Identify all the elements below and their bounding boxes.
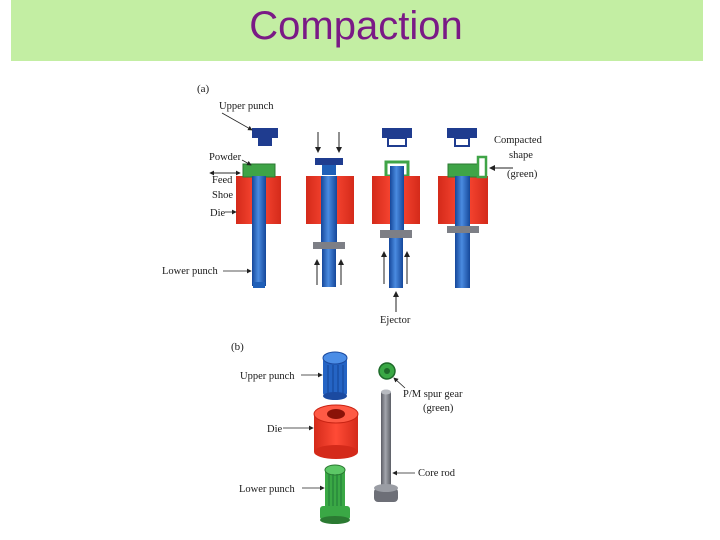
lower-punch-end (253, 282, 265, 288)
label-upper-punch-a: Upper punch (219, 101, 274, 112)
upper-punch-stem (387, 137, 407, 147)
label-die-b: Die (267, 424, 283, 435)
upper-punch-stem (322, 165, 336, 175)
slide-title: Compaction (249, 4, 463, 48)
upper-punch-head (252, 128, 278, 138)
upper-punch-stem (454, 137, 470, 147)
upper-punch-part (322, 351, 348, 400)
feed-shoe (447, 163, 479, 178)
label-die-a: Die (210, 208, 226, 219)
stage-4-remove (438, 128, 513, 288)
die-part (313, 404, 359, 459)
core-punch (390, 166, 404, 236)
title-bar (11, 0, 703, 61)
upper-punch-head (315, 158, 343, 165)
label-lower-punch-b: Lower punch (239, 484, 295, 495)
lower-punch-flange (380, 230, 412, 238)
stage-1-fill (236, 128, 281, 288)
label-lower-punch-a: Lower punch (162, 266, 218, 277)
label-green-a: (green) (507, 169, 538, 180)
core-punch (321, 176, 337, 248)
label-shoe: Shoe (212, 190, 233, 201)
upper-punch-head (447, 128, 477, 138)
lower-punch-flange (447, 226, 479, 233)
label-green-b: (green) (423, 403, 454, 414)
label-shape: shape (509, 150, 533, 161)
figure-a-tag: (a) (197, 83, 210, 95)
lower-punch-part (320, 464, 350, 524)
upper-punch-head (382, 128, 412, 138)
lower-punch-rod (389, 238, 403, 288)
core-rod-part (374, 389, 398, 502)
label-ejector: Ejector (380, 315, 411, 326)
label-gear: P/M spur gear (403, 389, 463, 400)
lower-punch-flange (313, 242, 345, 249)
label-compacted: Compacted (494, 135, 543, 146)
lower-punch (252, 176, 266, 286)
compacted-shape (476, 155, 488, 179)
upper-punch-stem (258, 138, 272, 146)
feed-shoe-powder (242, 163, 276, 178)
label-core-rod: Core rod (418, 468, 456, 479)
lower-punch-rod (322, 249, 336, 287)
label-feed: Feed (212, 175, 233, 186)
label-powder: Powder (209, 152, 242, 163)
figure-b-tag: (b) (231, 341, 244, 353)
stage-3-eject (372, 128, 420, 312)
stage-2-press (306, 132, 354, 287)
label-upper-punch-b: Upper punch (240, 371, 295, 382)
spur-gear-part (378, 362, 396, 380)
